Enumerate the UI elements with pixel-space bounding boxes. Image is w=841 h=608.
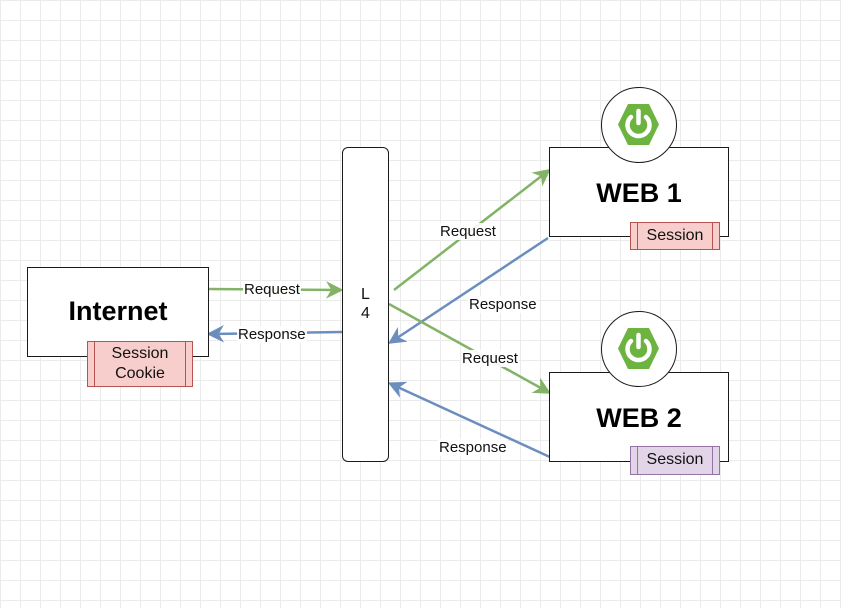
edge-l4-to-web2 bbox=[388, 302, 552, 394]
web1-title: WEB 1 bbox=[596, 178, 682, 208]
spring-power-icon bbox=[618, 328, 659, 369]
web1-session-tag: Session bbox=[630, 222, 720, 250]
web1-spring-badge bbox=[601, 87, 677, 163]
l4-label-line1: L bbox=[361, 286, 370, 303]
edge-label-web1-request: Request bbox=[439, 223, 497, 240]
session-cookie-line1: Session bbox=[111, 345, 169, 362]
l4-label-line2: 4 bbox=[361, 305, 370, 322]
edge-label-internet-response: Response bbox=[237, 326, 307, 343]
session-cookie-tag: Session Cookie bbox=[87, 341, 193, 387]
edge-web1-to-l4 bbox=[388, 236, 549, 344]
spring-power-icon bbox=[618, 104, 659, 145]
session-cookie-line2: Cookie bbox=[115, 365, 165, 382]
web2-spring-badge bbox=[601, 311, 677, 387]
edge-label-web2-response: Response bbox=[438, 439, 508, 456]
l4-load-balancer[interactable]: L 4 bbox=[342, 147, 389, 462]
l4-label: L 4 bbox=[343, 285, 388, 323]
edge-label-web1-response: Response bbox=[468, 296, 538, 313]
edge-label-web2-request: Request bbox=[461, 350, 519, 367]
edge-web2-to-l4 bbox=[387, 381, 553, 460]
web2-session-tag: Session bbox=[630, 446, 720, 475]
edge-label-internet-request: Request bbox=[243, 281, 301, 298]
internet-title: Internet bbox=[68, 296, 168, 326]
web2-title: WEB 2 bbox=[596, 403, 682, 433]
